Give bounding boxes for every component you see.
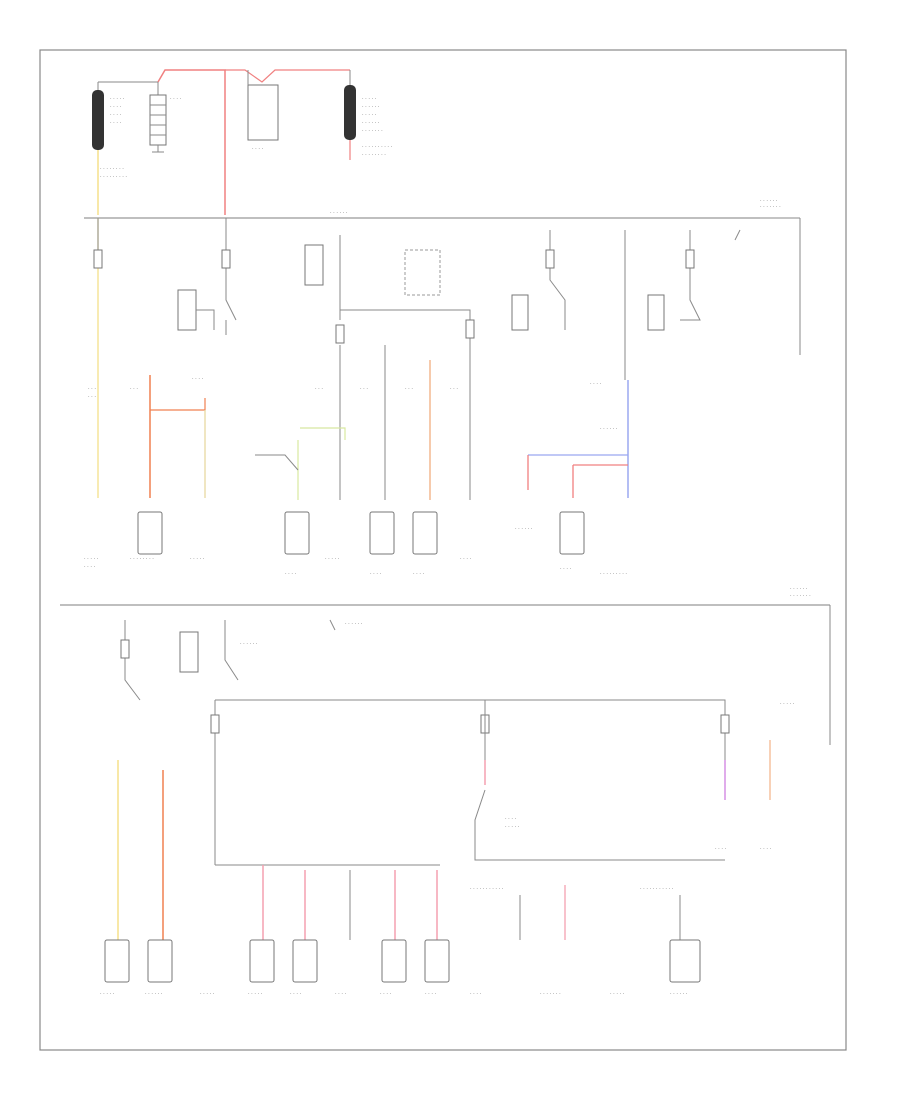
svg-text:· · · · ·: · · · · · [110, 96, 125, 102]
svg-text:· · · ·: · · · · [335, 991, 347, 997]
svg-text:· · · · ·: · · · · · [200, 991, 215, 997]
svg-text:· · · · ·: · · · · · [325, 556, 340, 562]
svg-text:· · · ·: · · · · [192, 376, 204, 382]
battery-symbol [149, 82, 167, 153]
svg-text:· · · ·: · · · · [110, 120, 122, 126]
svg-text:· · · · ·: · · · · · [84, 556, 99, 562]
svg-text:· · · · ·: · · · · · [190, 556, 205, 562]
svg-text:· · · · · · · · · · ·: · · · · · · · · · · · [640, 886, 674, 892]
svg-text:· · · · · · ·: · · · · · · · [790, 593, 811, 599]
svg-text:· · · ·: · · · · [110, 112, 122, 118]
svg-text:· · · · · ·: · · · · · · [362, 104, 380, 110]
svg-text:· · · ·: · · · · [290, 991, 302, 997]
svg-text:· · ·: · · · [405, 386, 413, 392]
svg-text:· · · · · ·: · · · · · · [670, 991, 688, 997]
svg-text:· · · ·: · · · · [380, 991, 392, 997]
svg-text:· · ·: · · · [360, 386, 368, 392]
svg-text:· · · · · · ·: · · · · · · · [760, 204, 781, 210]
svg-text:· · · · ·: · · · · · [780, 701, 795, 707]
svg-text:· · · ·: · · · · [760, 846, 772, 852]
starter-box [247, 84, 279, 141]
bottom-connectors: · · · · · · · · · · · · · · · · · · · · · … [100, 621, 795, 997]
svg-text:· · · · · · ·: · · · · · · · [362, 128, 383, 134]
svg-text:· · · · ·: · · · · · [362, 112, 377, 118]
svg-text:· · ·: · · · [130, 386, 138, 392]
svg-text:· · · · · · · · · · ·: · · · · · · · · · · · [470, 886, 504, 892]
svg-text:· · · · · ·: · · · · · · [790, 586, 808, 592]
svg-text:· · · · · ·: · · · · · · [515, 526, 533, 532]
top-connectors: · · · · · · · · · · · · · · · · · · · · · … [84, 376, 627, 577]
svg-text:· · · ·: · · · · [170, 96, 182, 102]
svg-text:· · · ·: · · · · [370, 571, 382, 577]
svg-text:· · · ·: · · · · [110, 104, 122, 110]
svg-text:· · · ·: · · · · [505, 816, 517, 822]
svg-text:· · · · · · · · ·: · · · · · · · · · [100, 174, 127, 180]
svg-text:· · · ·: · · · · [470, 991, 482, 997]
svg-text:· · · · · ·: · · · · · · [345, 621, 363, 627]
svg-text:· · · · · · · · · ·: · · · · · · · · · · [362, 144, 393, 150]
relay-box-dashed [404, 249, 441, 296]
diagram-frame [39, 49, 847, 1051]
svg-text:· · · · · · · ·: · · · · · · · · [362, 152, 386, 158]
svg-text:· · · · · ·: · · · · · · [145, 991, 163, 997]
svg-text:· · · ·: · · · · [413, 571, 425, 577]
svg-text:· · · ·: · · · · [285, 571, 297, 577]
svg-text:· · · · · · · · ·: · · · · · · · · · [600, 571, 627, 577]
svg-text:· · · ·: · · · · [460, 556, 472, 562]
bottom-branches [117, 619, 771, 940]
svg-text:· · ·: · · · [450, 386, 458, 392]
svg-text:· · · · ·: · · · · · [505, 824, 520, 830]
svg-text:· · ·: · · · [88, 394, 96, 400]
svg-text:· · · · · ·: · · · · · · [330, 210, 348, 216]
fusible-link-right [344, 85, 356, 140]
svg-text:· · · ·: · · · · [590, 381, 602, 387]
svg-text:· · ·: · · · [315, 386, 323, 392]
svg-text:· · · · · · · ·: · · · · · · · · [130, 556, 154, 562]
svg-text:· · · ·: · · · · [252, 146, 264, 152]
svg-text:· · · ·: · · · · [715, 846, 727, 852]
svg-text:· · · · ·: · · · · · [362, 96, 377, 102]
svg-text:· · · · · · · ·: · · · · · · · · [100, 166, 124, 172]
svg-text:· · · · · ·: · · · · · · [760, 198, 778, 204]
svg-text:· · · · · · ·: · · · · · · · [540, 991, 561, 997]
svg-text:· · · · ·: · · · · · [248, 991, 263, 997]
svg-text:· · · · ·: · · · · · [610, 991, 625, 997]
svg-text:· · ·: · · · [88, 386, 96, 392]
svg-text:· · · · · ·: · · · · · · [362, 120, 380, 126]
svg-text:· · · ·: · · · · [425, 991, 437, 997]
top-branches [93, 218, 741, 500]
fusible-link-left [92, 90, 104, 150]
svg-text:· · · ·: · · · · [84, 564, 96, 570]
svg-text:· · · · · ·: · · · · · · [600, 426, 618, 432]
svg-text:· · · · · ·: · · · · · · [240, 641, 258, 647]
svg-text:· · · ·: · · · · [560, 566, 572, 572]
svg-text:· · · · ·: · · · · · [100, 991, 115, 997]
battery-section: · · · · · · · · · · · · · · · · · · · · · ·… [92, 69, 393, 215]
